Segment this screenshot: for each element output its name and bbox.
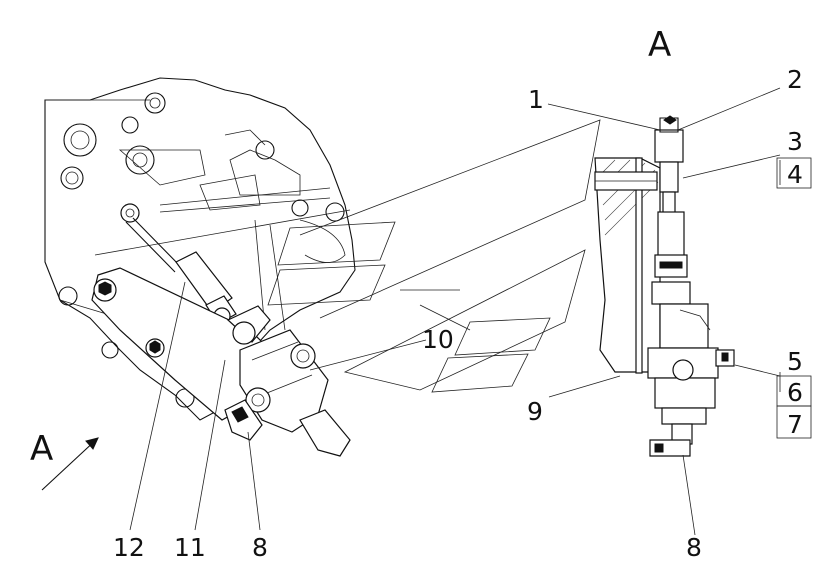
- view-arrow: [41, 437, 99, 491]
- callout-9: 9: [527, 397, 543, 426]
- callout-8-left: 8: [252, 533, 268, 562]
- callout-4: 4: [787, 160, 803, 189]
- callout-3: 3: [787, 127, 803, 156]
- callout-5: 5: [787, 347, 803, 376]
- callout-10: 10: [422, 325, 454, 354]
- gearbox-housing: [44, 77, 356, 421]
- callout-6: 6: [787, 378, 803, 407]
- callout-12: 12: [113, 533, 145, 562]
- callout-7: 7: [787, 410, 803, 439]
- callout-1: 1: [528, 85, 544, 114]
- view-arrow-label: A: [30, 429, 53, 469]
- view-a-assembly: [594, 115, 735, 457]
- callout-2: 2: [787, 65, 803, 94]
- callout-11: 11: [174, 533, 206, 562]
- view-a-title: A: [648, 25, 671, 65]
- valve-assembly: [224, 305, 351, 457]
- chevron-highlight: [267, 119, 601, 393]
- leader-lines: [129, 87, 812, 536]
- callout-8-right: 8: [686, 533, 702, 562]
